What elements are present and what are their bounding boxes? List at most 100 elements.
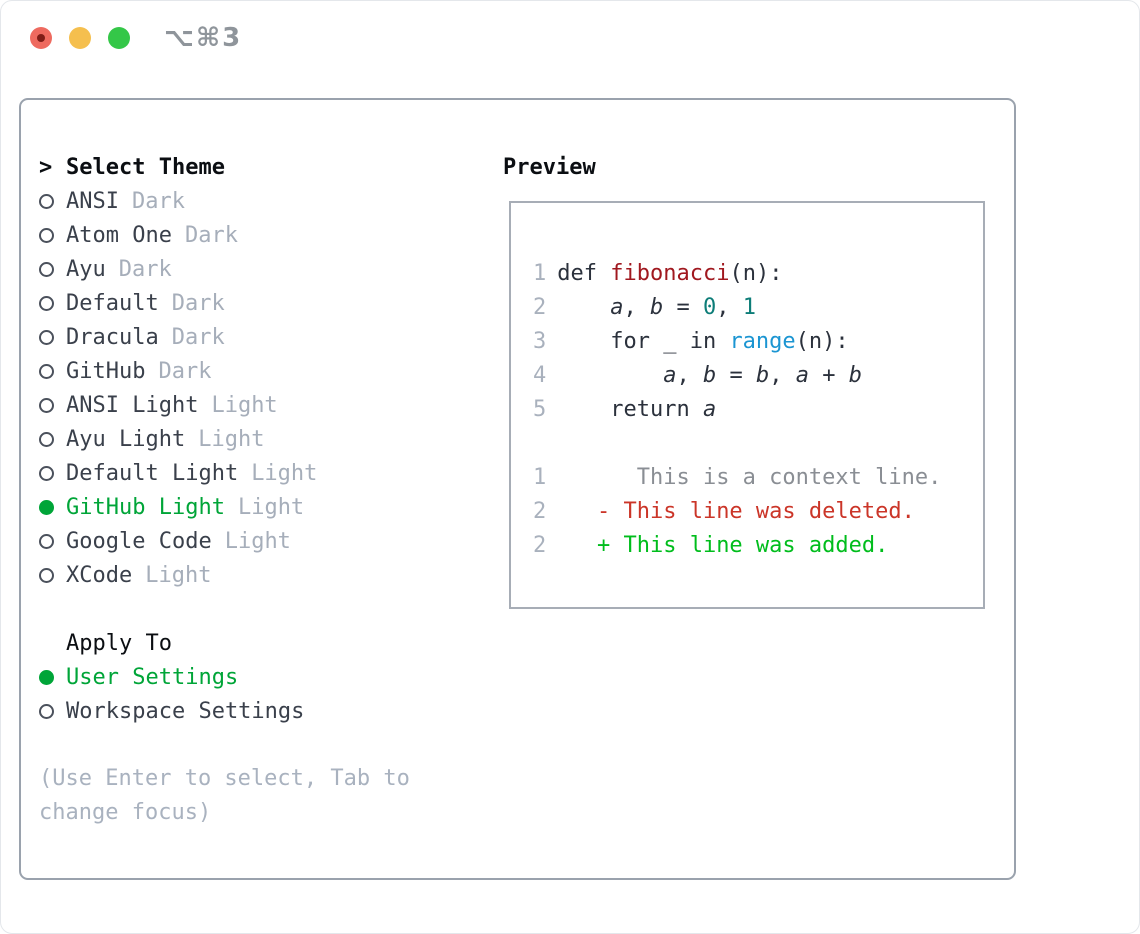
theme-item-xcode[interactable]: XCode Light <box>39 558 317 592</box>
line-content: a, b = b, a + b <box>557 363 862 388</box>
theme-item-ayu[interactable]: Ayu Dark <box>39 252 317 286</box>
minimize-button-icon[interactable] <box>69 27 91 49</box>
preview-header: Preview <box>503 154 596 180</box>
radio-unselected-icon <box>39 465 54 481</box>
radio-unselected-icon <box>39 261 54 277</box>
radio-selected-icon <box>39 669 54 685</box>
apply-item-user-settings[interactable]: User Settings <box>39 660 304 694</box>
token-variable: b <box>649 294 664 320</box>
line-content: def fibonacci(n): <box>557 261 782 286</box>
theme-name: Ayu <box>66 256 106 282</box>
radio-unselected-icon <box>39 227 54 243</box>
theme-name: GitHub <box>66 358 146 384</box>
token-context: This is a context line. <box>557 464 942 490</box>
select-theme-header-row: > Select Theme <box>39 150 317 184</box>
theme-variant-label: Dark <box>131 188 185 214</box>
theme-variant-label: Light <box>224 528 291 554</box>
theme-name: Default Light <box>66 460 239 486</box>
theme-name: Default <box>66 290 159 316</box>
token-plain: + <box>808 362 849 388</box>
preview-line: 3 for _ in range(n): <box>511 324 983 358</box>
line-number: 4 <box>533 362 547 388</box>
token-added: + This line was added. <box>557 532 889 558</box>
theme-variant-label: Light <box>145 562 212 588</box>
token-builtin: range <box>729 328 796 354</box>
token-variable: a <box>610 294 624 320</box>
theme-item-dracula[interactable]: Dracula Dark <box>39 320 317 354</box>
radio-unselected-icon <box>39 567 54 583</box>
radio-unselected-icon <box>39 431 54 447</box>
prompt-icon: > <box>39 154 53 180</box>
select-theme-header: Select Theme <box>66 154 225 180</box>
theme-variant-label: Dark <box>158 358 212 384</box>
theme-variant-label: Dark <box>184 222 238 248</box>
token-plain: , <box>623 294 650 320</box>
token-plain: (n): <box>795 328 849 354</box>
theme-name: Dracula <box>66 324 159 350</box>
token-deleted: - This line was deleted. <box>557 498 915 524</box>
radio-unselected-icon <box>39 703 54 719</box>
theme-variant-label: Light <box>237 494 305 520</box>
line-content: for _ in range(n): <box>557 329 848 354</box>
theme-item-ayu-light[interactable]: Ayu Light Light <box>39 422 317 456</box>
line-number: 2 <box>533 498 547 524</box>
token-plain <box>557 295 610 320</box>
token-plain: = <box>663 294 703 320</box>
token-plain: return <box>557 396 703 422</box>
preview-line <box>511 426 983 460</box>
radio-unselected-icon <box>39 363 54 379</box>
preview-line: 1 This is a context line. <box>511 460 983 494</box>
radio-unselected-icon <box>39 397 54 413</box>
theme-name: Ayu Light <box>66 426 186 452</box>
preview-line: 2 - This line was deleted. <box>511 494 983 528</box>
theme-name: XCode <box>66 562 133 588</box>
theme-item-google-code[interactable]: Google Code Light <box>39 524 317 558</box>
token-plain: , <box>676 362 703 388</box>
token-number: 0 <box>702 294 717 320</box>
theme-name: Google Code <box>66 528 212 554</box>
theme-variant-label: Light <box>251 460 318 486</box>
token-plain: (n): <box>729 260 783 286</box>
token-variable: a <box>663 362 677 388</box>
theme-variant-label: Light <box>198 426 265 452</box>
radio-selected-icon <box>39 499 54 515</box>
radio-unselected-icon <box>39 533 54 549</box>
preview-line: 2 + This line was added. <box>511 528 983 562</box>
token-plain: , <box>769 362 796 388</box>
window-shortcut-label: ⌥⌘3 <box>164 23 243 53</box>
theme-name: ANSI Light <box>66 392 199 418</box>
token-number: 1 <box>742 294 756 320</box>
token-plain: def <box>557 260 611 286</box>
line-number: 1 <box>533 464 547 490</box>
token-function: fibonacci <box>610 260 730 286</box>
apply-item-workspace-settings[interactable]: Workspace Settings <box>39 694 304 728</box>
line-content: + This line was added. <box>557 533 888 558</box>
preview-line: 2 a, b = 0, 1 <box>511 290 983 324</box>
theme-variant-label: Dark <box>171 324 225 350</box>
zoom-button-icon[interactable] <box>108 27 130 49</box>
theme-item-default-light[interactable]: Default Light Light <box>39 456 317 490</box>
token-plain: , <box>716 294 743 320</box>
token-plain: for _ in <box>557 328 730 354</box>
theme-item-github[interactable]: GitHub Dark <box>39 354 317 388</box>
line-number: 2 <box>533 532 547 558</box>
theme-item-atom-one[interactable]: Atom One Dark <box>39 218 317 252</box>
radio-unselected-icon <box>39 193 54 209</box>
preview-line: 4 a, b = b, a + b <box>511 358 983 392</box>
token-variable: a <box>702 396 717 422</box>
token-variable: b <box>755 362 770 388</box>
close-button-icon[interactable] <box>30 27 52 49</box>
theme-variant-label: Dark <box>118 256 172 282</box>
radio-unselected-icon <box>39 295 54 311</box>
token-variable: a <box>795 362 809 388</box>
theme-name: Atom One <box>66 222 172 248</box>
